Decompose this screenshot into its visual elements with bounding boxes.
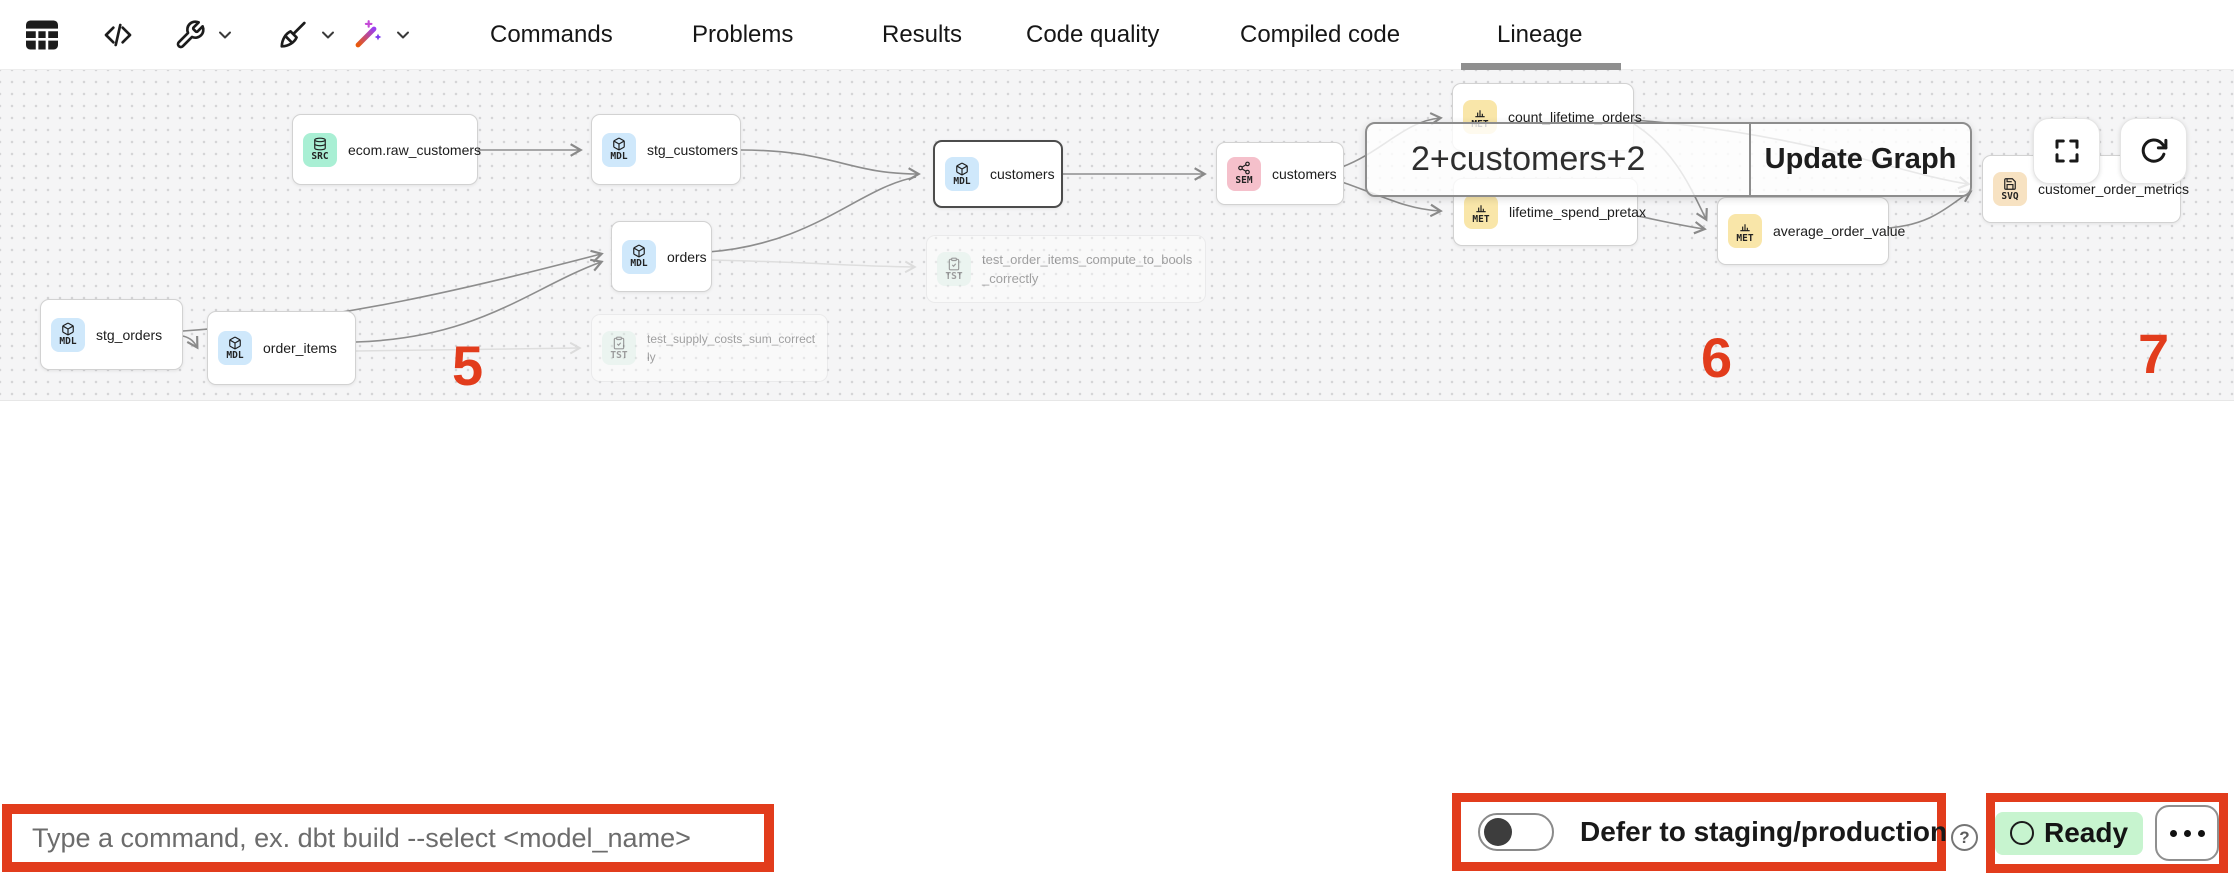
node-test-supply-costs-sum-correctly[interactable]: TST test_supply_costs_sum_correctly xyxy=(591,314,828,382)
cube-icon xyxy=(956,162,968,176)
test-badge: TST xyxy=(602,331,636,365)
refresh-icon xyxy=(2141,138,2167,163)
tab-commands[interactable]: Commands xyxy=(490,21,613,48)
refresh-graph-button[interactable] xyxy=(2120,118,2187,184)
fullscreen-button[interactable] xyxy=(2033,118,2100,184)
test-badge: TST xyxy=(937,252,971,286)
metric-badge: MET xyxy=(1464,195,1498,229)
top-bar: Commands Problems Results Code quality C… xyxy=(0,0,2234,70)
node-test-order-items-compute-to-bools-correctly[interactable]: TST test_order_items_compute_to_bools_co… xyxy=(926,235,1206,303)
lineage-canvas[interactable]: SRC ecom.raw_customers MDL stg_customers… xyxy=(0,70,2234,400)
command-input[interactable] xyxy=(12,814,764,862)
selector-query-input[interactable]: 2+customers+2 xyxy=(1411,140,1646,178)
database-icon xyxy=(314,137,326,151)
saved-query-badge: SVQ xyxy=(1993,172,2027,206)
model-badge: MDL xyxy=(622,239,656,274)
tab-results[interactable]: Results xyxy=(882,21,963,48)
status-label: Ready xyxy=(2044,817,2129,848)
table-preview-button[interactable] xyxy=(24,0,60,70)
bar-chart-icon xyxy=(1740,224,1750,231)
tab-code-quality[interactable]: Code quality xyxy=(1026,21,1160,48)
cube-icon xyxy=(229,336,241,350)
ai-assist-dropdown[interactable] xyxy=(352,0,413,70)
defer-toggle[interactable] xyxy=(1478,813,1554,851)
more-options-button[interactable] xyxy=(2155,805,2219,861)
magic-wand-icon xyxy=(355,20,382,48)
active-tab-indicator xyxy=(1461,63,1621,70)
semantic-graph-icon xyxy=(1238,161,1250,175)
model-badge: MDL xyxy=(945,157,979,191)
model-badge: MDL xyxy=(51,317,85,352)
status-badge[interactable]: Ready xyxy=(1995,811,2144,855)
test-clipboard-icon xyxy=(948,257,960,271)
broom-icon xyxy=(280,21,306,48)
annotation-box-6: Defer to staging/production xyxy=(1452,793,1948,871)
tab-lineage[interactable]: Lineage xyxy=(1497,21,1583,48)
node-orders[interactable]: MDL orders xyxy=(611,221,712,292)
cube-icon xyxy=(613,137,625,151)
model-badge: MDL xyxy=(602,132,636,167)
node-customer-order-metrics[interactable]: SVQ customer_order_metrics xyxy=(1982,155,2189,223)
update-graph-button[interactable]: Update Graph xyxy=(1764,143,1957,175)
save-icon xyxy=(2004,177,2016,190)
help-icon[interactable]: ? xyxy=(1951,824,1978,851)
overlay-divider xyxy=(1749,124,1751,195)
node-stg-customers[interactable]: MDL stg_customers xyxy=(591,114,741,185)
node-customers-semantic[interactable]: SEM customers xyxy=(1216,142,1344,205)
chevron-down-icon xyxy=(219,31,231,39)
graph-selector-overlay: 2+customers+2 Update Graph xyxy=(1365,122,1972,197)
defer-label: Defer to staging/production xyxy=(1580,816,1948,847)
metric-badge: MET xyxy=(1728,214,1762,248)
cube-icon xyxy=(633,244,645,258)
node-stg-orders[interactable]: MDL stg_orders xyxy=(40,299,183,370)
bar-chart-icon xyxy=(1475,110,1485,117)
model-badge: MDL xyxy=(218,331,252,365)
tab-problems[interactable]: Problems xyxy=(692,21,794,48)
wrench-icon xyxy=(176,20,205,49)
annotation-number-6: 6 xyxy=(1701,326,1733,389)
code-icon xyxy=(104,23,132,47)
status-circle-icon xyxy=(2010,821,2034,845)
annotation-number-5: 5 xyxy=(452,334,484,397)
node-customers-model[interactable]: MDL customers xyxy=(933,140,1063,208)
chevron-down-icon xyxy=(397,31,409,39)
node-order-items[interactable]: MDL order_items xyxy=(207,311,356,385)
node-ecom-raw-customers[interactable]: SRC ecom.raw_customers xyxy=(292,114,481,185)
annotation-box-5 xyxy=(2,804,774,872)
tab-compiled-code[interactable]: Compiled code xyxy=(1240,21,1401,48)
semantic-badge: SEM xyxy=(1227,156,1261,191)
annotation-number-7: 7 xyxy=(2138,322,2170,385)
fullscreen-icon xyxy=(2055,139,2078,163)
lint-tools-dropdown[interactable] xyxy=(277,0,338,70)
chevron-down-icon xyxy=(322,31,334,39)
annotation-box-7: Ready xyxy=(1986,793,2228,873)
bottom-bar: Defer to staging/production ? Ready xyxy=(0,400,2234,873)
source-badge: SRC xyxy=(303,132,337,167)
ellipsis-icon xyxy=(2169,829,2177,837)
node-average-order-value[interactable]: MET average_order_value xyxy=(1717,197,1905,265)
toggle-knob xyxy=(1484,818,1512,846)
table-icon xyxy=(26,20,58,50)
cube-icon xyxy=(62,322,74,336)
test-clipboard-icon xyxy=(613,336,625,350)
bar-chart-icon xyxy=(1476,205,1486,212)
code-button[interactable] xyxy=(101,0,135,70)
build-tools-dropdown[interactable] xyxy=(174,0,235,70)
